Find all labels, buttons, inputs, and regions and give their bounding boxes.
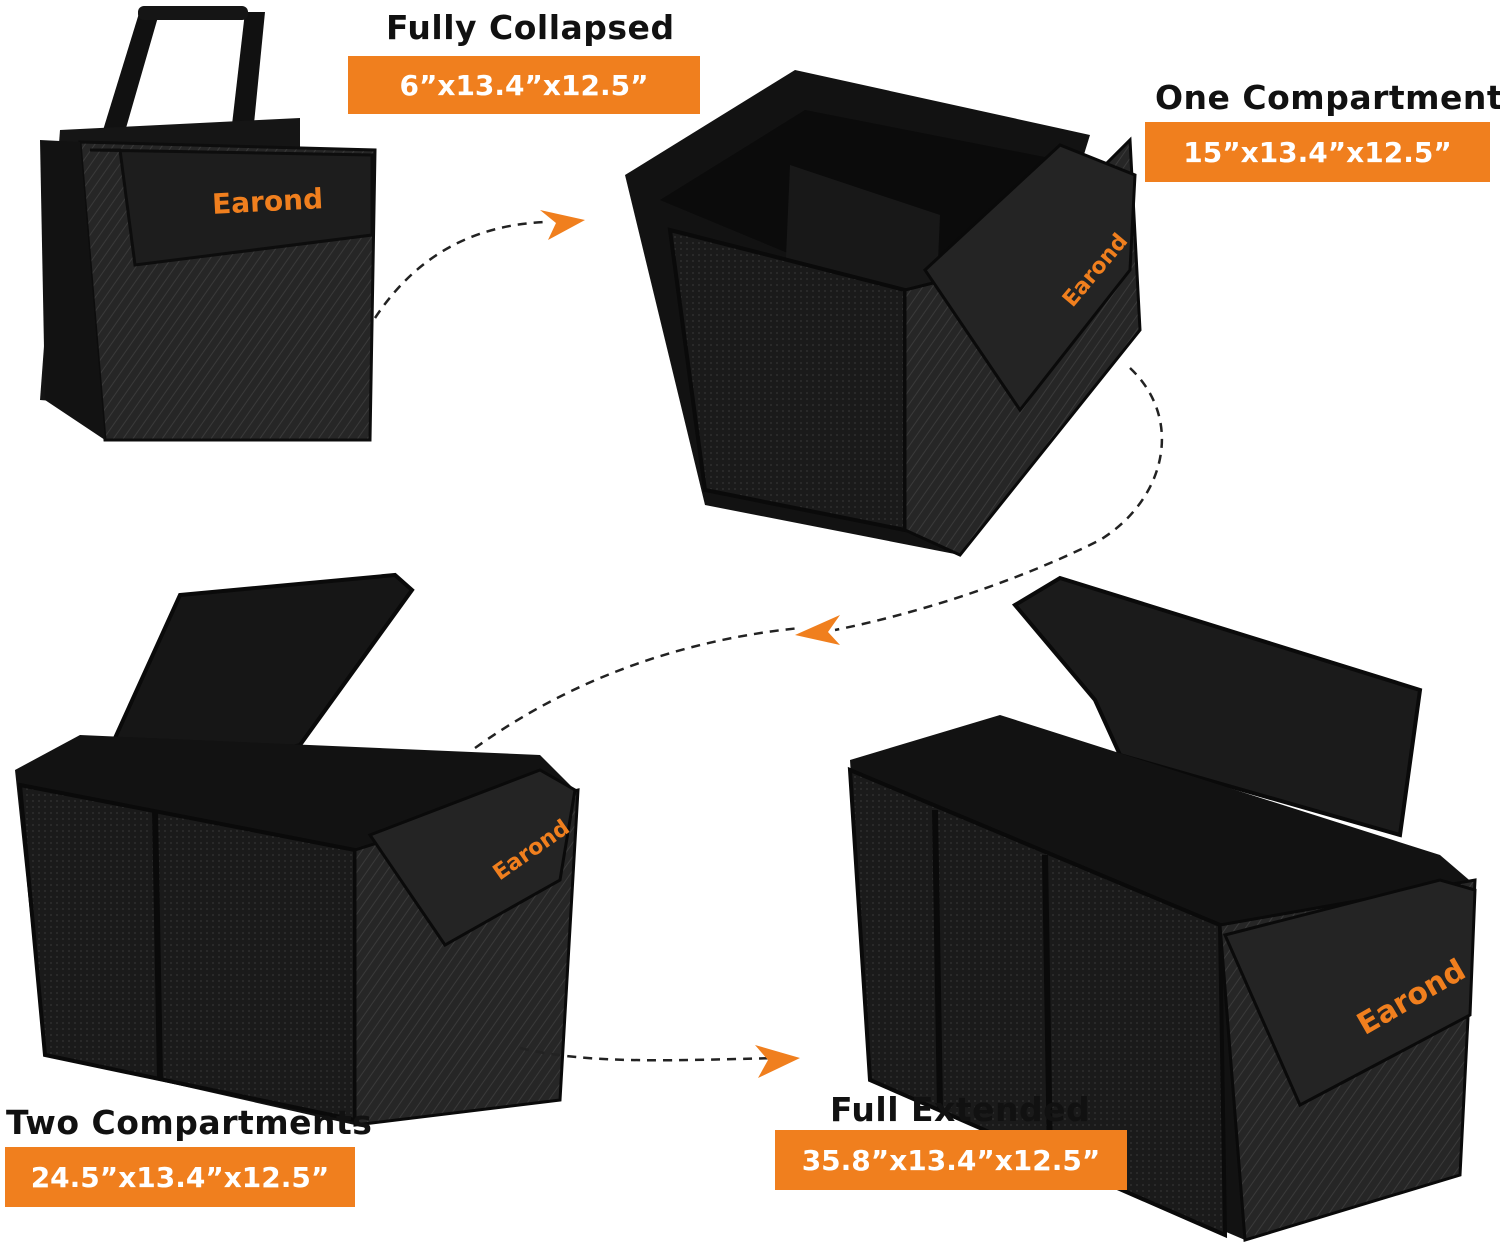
arrow-head-icon: [795, 615, 840, 645]
stage-title-fully-collapsed: Fully Collapsed: [386, 8, 675, 47]
stage-title-one-compartment: One Compartment: [1155, 78, 1500, 117]
stage-title-two-compartments: Two Compartments: [6, 1103, 373, 1142]
one-compartment-organizer: [625, 70, 1142, 557]
collapsed-organizer: [40, 6, 377, 442]
full-extended-organizer: [847, 575, 1477, 1242]
stage-title-full-extended: Full Extended: [830, 1090, 1091, 1129]
arrow-head-icon: [540, 210, 585, 240]
stage-dimensions-full-extended: 35.8”x13.4”x12.5”: [775, 1130, 1127, 1190]
arrow-head-icon: [755, 1045, 800, 1078]
stage-dimensions-one-compartment: 15”x13.4”x12.5”: [1145, 122, 1490, 182]
arrowheads: [540, 210, 840, 1078]
brand-logo: Earond: [211, 182, 324, 221]
flow-arrows: [373, 220, 1164, 1062]
stage-dimensions-fully-collapsed: 6”x13.4”x12.5”: [348, 56, 700, 114]
two-compartments-organizer: [15, 572, 580, 1127]
stage-dimensions-two-compartments: 24.5”x13.4”x12.5”: [5, 1147, 355, 1207]
